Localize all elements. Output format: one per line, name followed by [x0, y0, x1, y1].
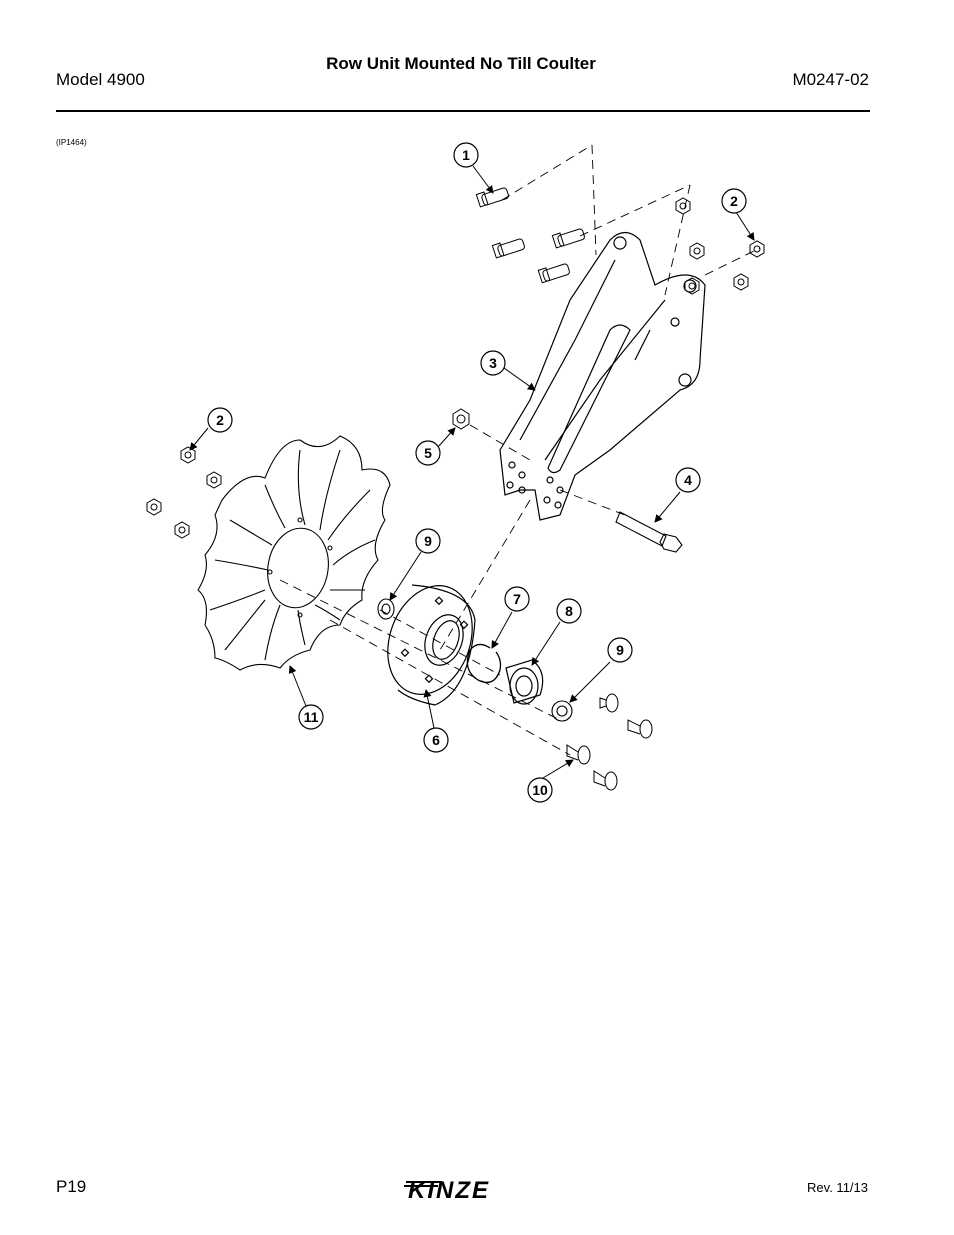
callout-9-upper: 9 — [415, 528, 441, 554]
kinze-logo: KINZE — [404, 1177, 490, 1202]
coulter-arm — [499, 231, 706, 521]
coulter-blade — [197, 435, 391, 671]
svg-text:6: 6 — [432, 732, 440, 748]
callout-3: 3 — [480, 350, 506, 376]
callout-2-lower: 2 — [207, 407, 233, 433]
header-rule — [56, 110, 870, 112]
callout-11: 11 — [298, 704, 324, 730]
svg-text:5: 5 — [424, 445, 432, 461]
hub — [387, 584, 476, 706]
snap-ring — [466, 643, 502, 684]
callout-6: 6 — [423, 727, 449, 753]
revision-label: Rev. 11/13 — [807, 1180, 868, 1195]
nut-item-5 — [452, 408, 470, 430]
callout-1: 1 — [453, 142, 479, 168]
bolt-item-1 — [475, 187, 509, 208]
page-number: P19 — [56, 1177, 87, 1196]
long-bolt — [615, 511, 683, 553]
page-title: Row Unit Mounted No Till Coulter — [326, 54, 596, 73]
callouts: 1 2 3 2 5 4 9 7 8 9 11 6 10 — [207, 142, 747, 803]
callout-7: 7 — [504, 586, 530, 612]
svg-text:7: 7 — [513, 591, 521, 607]
spacers — [377, 598, 573, 722]
svg-text:11: 11 — [304, 709, 319, 725]
hex-bolts — [475, 187, 585, 284]
figure-id: (IP1464) — [56, 138, 87, 147]
svg-text:9: 9 — [424, 533, 432, 549]
kinze-logo-text: KINZE — [408, 1177, 490, 1202]
callout-leaders — [189, 165, 755, 779]
callout-10: 10 — [527, 777, 553, 803]
assembly-guide-lines — [279, 144, 761, 756]
svg-text:9: 9 — [616, 642, 624, 658]
svg-text:1: 1 — [462, 147, 470, 163]
document-number: M0247-02 — [792, 70, 869, 89]
svg-text:8: 8 — [565, 603, 573, 619]
callout-5: 5 — [415, 440, 441, 466]
callout-9-lower: 9 — [607, 637, 633, 663]
callout-4: 4 — [675, 467, 701, 493]
bolt-item-10 — [566, 744, 591, 765]
model-label: Model 4900 — [56, 70, 145, 89]
svg-text:2: 2 — [730, 193, 738, 209]
lock-nuts — [146, 197, 765, 539]
bearing — [505, 659, 544, 705]
callout-2-upper: 2 — [721, 188, 747, 214]
svg-text:3: 3 — [489, 355, 497, 371]
svg-text:10: 10 — [532, 782, 548, 798]
carriage-bolts — [566, 693, 653, 791]
svg-text:4: 4 — [684, 472, 692, 488]
callout-8: 8 — [556, 598, 582, 624]
svg-text:2: 2 — [216, 412, 224, 428]
